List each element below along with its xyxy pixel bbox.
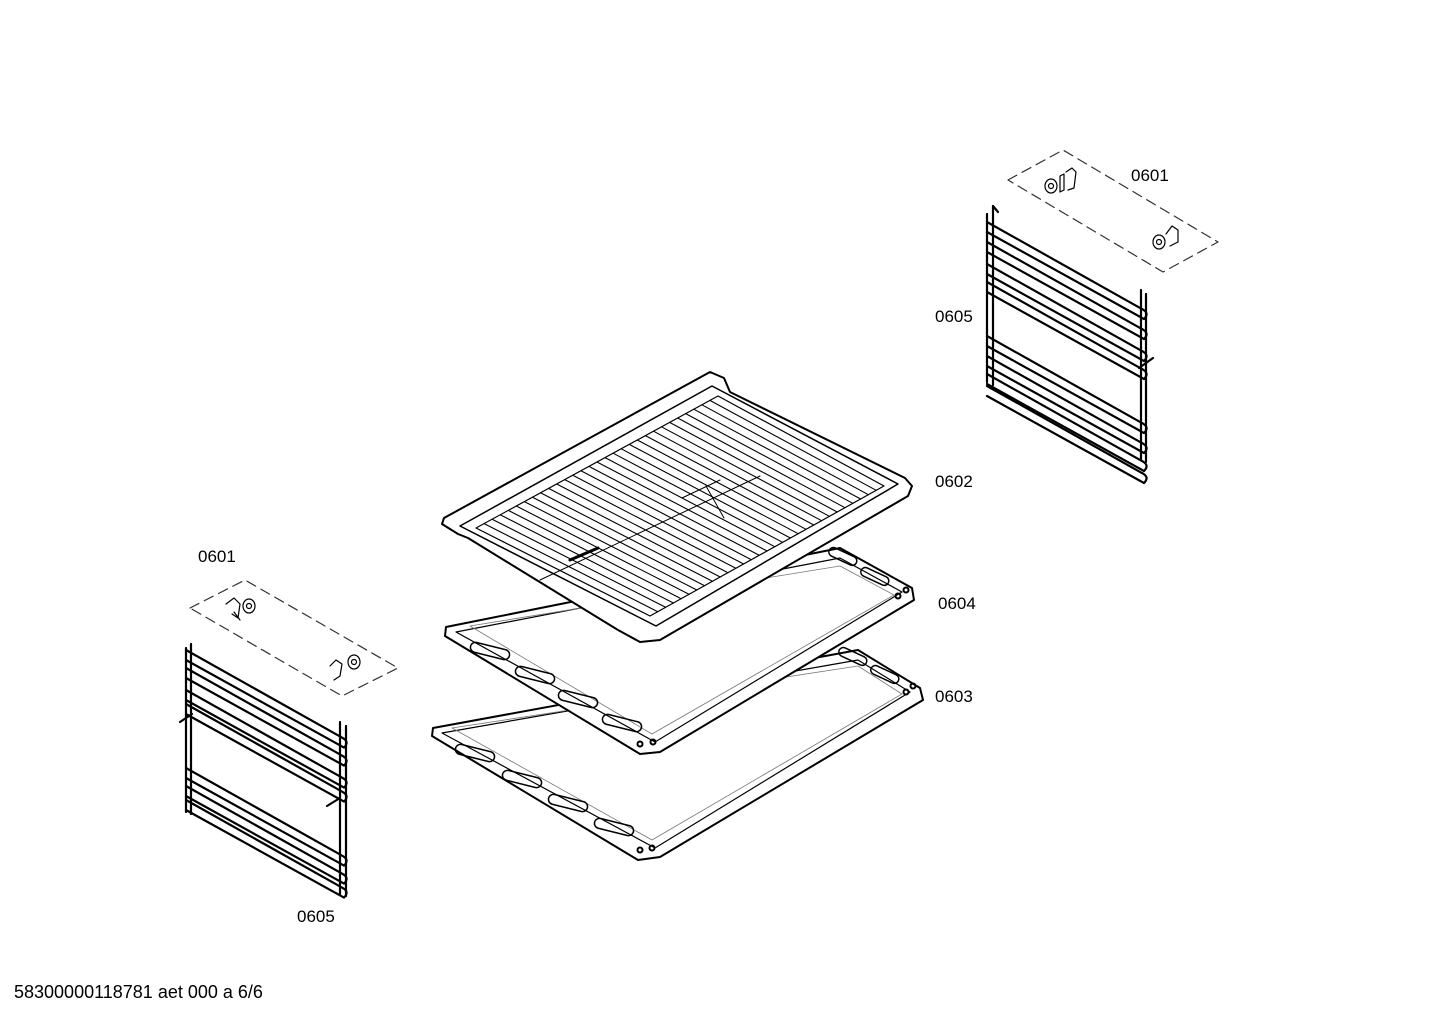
- rack-wire: [677, 417, 846, 509]
- rack-wire: [660, 426, 830, 517]
- rack-wire: [644, 435, 815, 526]
- right-rail-runner: [985, 240, 1148, 341]
- wire-rack-0602: [441, 371, 913, 643]
- rack-wire: [693, 408, 862, 500]
- document-footer-code: 58300000118781 aet 000 a 6/6: [14, 982, 263, 1002]
- right-rail-runner: [985, 334, 1148, 435]
- rack-wire: [612, 452, 784, 543]
- baking-tray-0604: [444, 546, 915, 755]
- rack-wire-bars: [483, 399, 877, 613]
- left-lower-clip-icon: [329, 654, 361, 681]
- left-rail-runner: [184, 798, 348, 899]
- rack-wire: [628, 443, 799, 535]
- rack-wire: [709, 399, 877, 491]
- rack-wire: [588, 465, 760, 556]
- label-left-rail-0605: 0605: [297, 907, 335, 926]
- rack-wire: [701, 404, 869, 496]
- label-right-rail-0605: 0605: [935, 307, 973, 326]
- label-universal-pan-0603: 0603: [935, 687, 973, 706]
- rack-wire: [636, 439, 807, 530]
- left-side-rail-0605: [178, 642, 348, 899]
- rack-wire: [483, 523, 659, 613]
- rack-wire: [620, 448, 791, 539]
- rack-wire: [531, 496, 706, 587]
- left-bracket-parts-0601: [189, 579, 399, 697]
- rack-wire: [604, 457, 776, 548]
- right-rail-runner: [985, 280, 1148, 381]
- rack-wire: [596, 461, 768, 552]
- rack-wire: [652, 430, 823, 522]
- right-side-rail-0605: [985, 204, 1155, 485]
- left-rail-runner: [184, 766, 348, 867]
- rack-wire: [564, 479, 737, 569]
- right-upper-clip-icon: [1044, 167, 1077, 194]
- label-left-bracket-0601: 0601: [198, 547, 236, 566]
- right-rail-runner: [985, 384, 1148, 485]
- rack-wire: [572, 474, 745, 565]
- right-bracket-parts-0601: [1007, 149, 1219, 273]
- rack-wire: [669, 421, 838, 513]
- rack-wire: [556, 483, 729, 574]
- rack-wire: [499, 514, 674, 604]
- rack-wire: [685, 413, 854, 504]
- left-upper-clip-icon: [225, 597, 256, 621]
- left-rail-runner: [184, 688, 348, 789]
- right-rail-runner: [985, 354, 1148, 455]
- left-rail-runner: [184, 702, 348, 803]
- label-right-bracket-0601: 0601: [1131, 166, 1169, 185]
- rack-wire: [548, 487, 721, 578]
- left-rail-runner: [184, 666, 348, 767]
- label-baking-tray-0604: 0604: [938, 594, 976, 613]
- rack-wire: [491, 518, 667, 608]
- label-wire-rack-0602: 0602: [935, 472, 973, 491]
- rack-wire: [539, 492, 713, 582]
- tray-0604-slots: [469, 546, 890, 733]
- rack-wire: [523, 501, 698, 591]
- right-rail-runner: [985, 372, 1148, 473]
- left-rail-runner: [184, 784, 348, 885]
- pan-0603-slots: [454, 646, 900, 837]
- rack-wire: [580, 470, 752, 561]
- right-lower-clip-icon: [1152, 225, 1179, 250]
- left-rail-runner: [184, 648, 348, 749]
- right-rail-runner: [985, 220, 1148, 321]
- right-rail-runner: [985, 262, 1148, 363]
